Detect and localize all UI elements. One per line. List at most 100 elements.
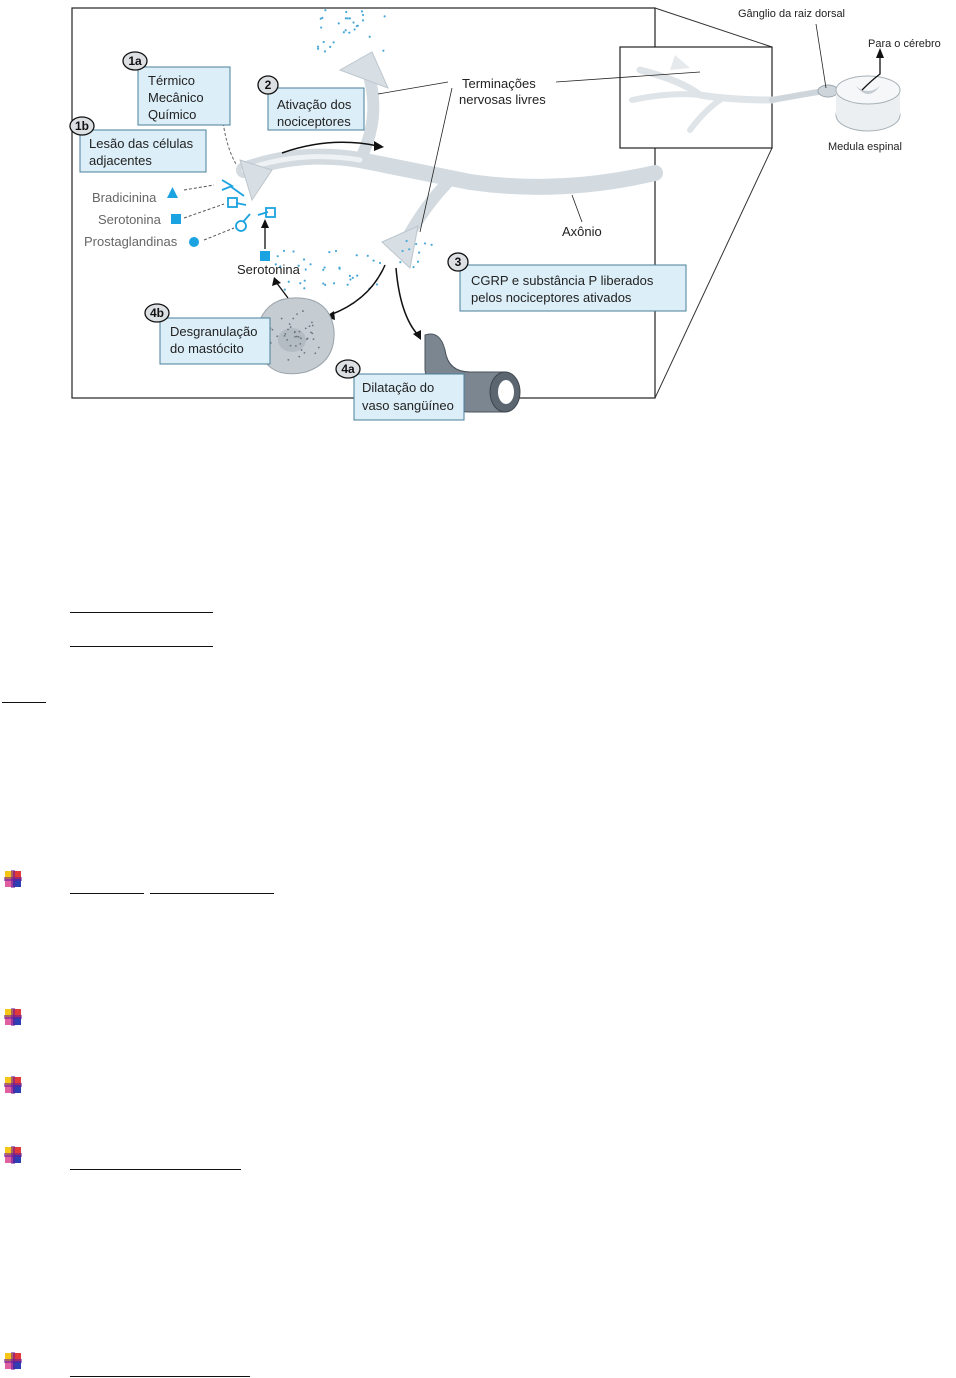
particle-dot bbox=[328, 250, 331, 254]
particle-dot bbox=[344, 17, 347, 20]
particle-dot bbox=[303, 287, 306, 290]
mediator-arrows bbox=[183, 184, 235, 241]
particle-dot bbox=[276, 255, 279, 258]
underline-3 bbox=[2, 702, 46, 703]
granule-dot bbox=[280, 317, 283, 320]
particle-dot bbox=[351, 276, 354, 280]
granule-dot bbox=[308, 325, 311, 328]
circle-icon bbox=[189, 237, 199, 247]
callout-1a: Térmico Mecânico Químico 1a bbox=[122, 51, 231, 126]
particle-dot bbox=[418, 251, 421, 254]
arrow-to-mast-cell bbox=[329, 264, 386, 316]
zoom-line-top bbox=[654, 7, 773, 48]
granule-dot bbox=[310, 331, 312, 334]
inset-nerve-endings bbox=[629, 55, 776, 133]
particle-dot bbox=[356, 274, 359, 277]
mediator-label-serotonina: Serotonina bbox=[98, 212, 162, 227]
particle-dot bbox=[361, 13, 365, 17]
particle-dot bbox=[352, 21, 355, 24]
granule-dot bbox=[298, 355, 301, 358]
particle-dot bbox=[401, 249, 404, 253]
svg-text:3: 3 bbox=[455, 255, 462, 269]
particle-dot bbox=[323, 266, 326, 269]
particle-dot bbox=[274, 263, 277, 266]
granule-dot bbox=[312, 338, 315, 340]
particle-dot bbox=[337, 22, 340, 25]
particle-dot bbox=[342, 31, 345, 34]
svg-text:Desgranulação: Desgranulação bbox=[170, 324, 257, 339]
particle-dot bbox=[348, 17, 351, 20]
granule-dot bbox=[276, 335, 279, 338]
serotonina-label: Serotonina bbox=[237, 262, 301, 277]
svg-text:adjacentes: adjacentes bbox=[89, 153, 152, 168]
particle-dot bbox=[366, 254, 369, 257]
four-color-square-bullet-icon bbox=[4, 1352, 22, 1370]
particle-dot bbox=[303, 279, 306, 282]
granule-dot bbox=[287, 328, 289, 331]
particle-dot bbox=[346, 283, 349, 286]
particle-dot bbox=[338, 267, 341, 270]
granule-dot bbox=[295, 335, 298, 338]
svg-text:4a: 4a bbox=[341, 362, 355, 376]
particle-dot bbox=[344, 29, 347, 32]
callout-2: Ativação dos nociceptores 2 bbox=[257, 75, 365, 131]
arrow-to-brain bbox=[876, 48, 884, 58]
particle-dot bbox=[322, 40, 325, 44]
svg-text:Mecânico: Mecânico bbox=[148, 90, 204, 105]
callout-4a: Dilatação do vaso sangüíneo 4a bbox=[335, 359, 465, 421]
underline-5 bbox=[150, 893, 274, 894]
terminacoes-label-line2: nervosas livres bbox=[459, 92, 546, 107]
particle-dot bbox=[348, 274, 352, 277]
particle-dot bbox=[368, 35, 371, 38]
svg-text:nociceptores: nociceptores bbox=[277, 114, 351, 129]
square-icon bbox=[171, 214, 181, 224]
particle-dot bbox=[405, 239, 408, 243]
granule-dot bbox=[311, 324, 314, 327]
granule-dot bbox=[271, 328, 274, 331]
particle-dot bbox=[356, 24, 359, 27]
particle-dot bbox=[322, 282, 325, 285]
particle-dot bbox=[282, 249, 286, 252]
svg-text:vaso sangüíneo: vaso sangüíneo bbox=[362, 398, 454, 413]
particle-dot bbox=[345, 10, 348, 14]
particle-dot bbox=[360, 10, 364, 13]
underline-1 bbox=[70, 612, 213, 613]
granule-dot bbox=[284, 333, 287, 335]
four-color-square-bullet-icon bbox=[4, 1076, 22, 1094]
granule-dot bbox=[300, 349, 303, 351]
svg-text:Dilatação do: Dilatação do bbox=[362, 380, 434, 395]
callout-4b: Desgranulação do mastócito 4b bbox=[144, 303, 271, 365]
particle-dot bbox=[322, 268, 325, 271]
svg-text:1b: 1b bbox=[75, 119, 89, 133]
granule-dot bbox=[311, 332, 314, 335]
particle-dot bbox=[292, 250, 295, 253]
svg-text:1a: 1a bbox=[128, 54, 142, 68]
particle-dot bbox=[375, 283, 379, 286]
particle-dot bbox=[382, 49, 385, 52]
particle-dot bbox=[279, 265, 282, 268]
particle-dot bbox=[297, 264, 300, 267]
triangle-icon bbox=[167, 187, 178, 198]
ganglio-label: Gânglio da raiz dorsal bbox=[738, 8, 845, 20]
granule-dot bbox=[294, 335, 296, 338]
granule-dot bbox=[299, 342, 302, 345]
particle-dot bbox=[332, 282, 336, 285]
para-cerebro-label: Para o cérebro bbox=[868, 38, 941, 50]
particle-dot bbox=[321, 16, 324, 19]
serotonin-square-icon bbox=[260, 251, 270, 261]
granule-dot bbox=[303, 351, 306, 354]
particle-dot bbox=[346, 17, 349, 20]
particle-dot bbox=[372, 259, 375, 262]
four-color-square-bullet-icon bbox=[4, 1146, 22, 1164]
granule-dot bbox=[289, 344, 292, 347]
particle-dot bbox=[309, 263, 312, 266]
particle-dot bbox=[304, 268, 307, 271]
granule-dot bbox=[289, 326, 292, 328]
spinal-cord bbox=[835, 75, 901, 132]
svg-text:Ativação dos: Ativação dos bbox=[277, 97, 352, 112]
particle-dot bbox=[408, 248, 411, 251]
particle-dot bbox=[383, 15, 386, 18]
arrow-to-vessel bbox=[395, 267, 419, 336]
svg-text:Químico: Químico bbox=[148, 107, 196, 122]
particle-dot bbox=[302, 258, 306, 261]
